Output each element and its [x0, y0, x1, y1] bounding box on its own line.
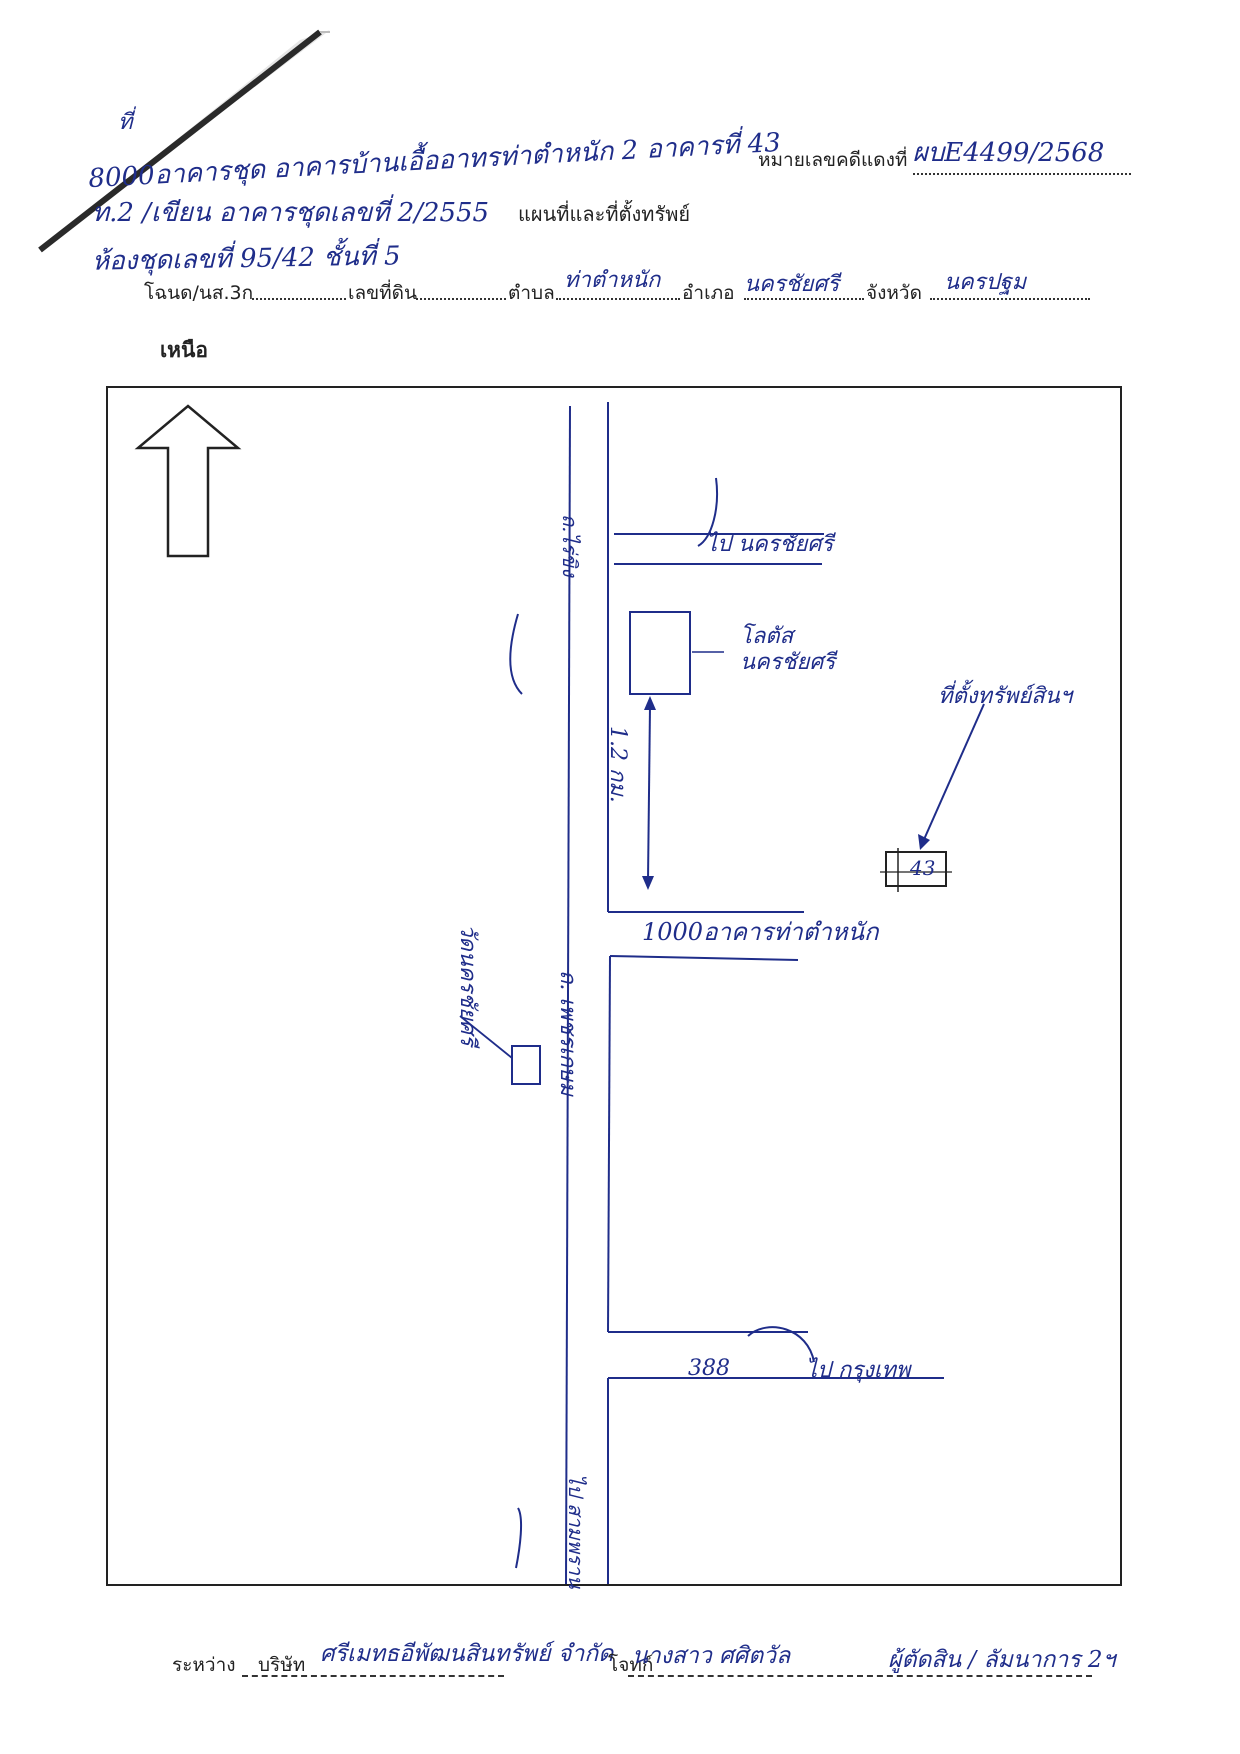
map-drawing: [134, 402, 985, 1584]
case-number-value: ผบE4499/2568: [912, 132, 1131, 175]
land-no-blank: [416, 280, 506, 300]
province-blank: [930, 280, 1090, 300]
label-to-nakhon-chai-si: ไป นครชัยศรี: [706, 532, 834, 557]
building-43-box: [885, 851, 947, 887]
temple-box: [511, 1045, 541, 1085]
parties-line: ระหว่าง บริษัท ศรีเมทธอีพัฒนสินทรัพย์ จำ…: [172, 1636, 1212, 1686]
subdistrict-value: ท่าตำหนัก: [564, 268, 661, 293]
province-value: นครปฐม: [944, 270, 1027, 295]
deed-blank: [252, 280, 346, 300]
note-line-3: ห้องชุดเลขที่ 95/42 ชั้นที่ 5: [91, 241, 401, 277]
label-building-no: 43: [910, 856, 936, 880]
north-label: เหนือ: [160, 338, 208, 362]
label-temple: วัดนครชัยศรี: [455, 924, 480, 1046]
label-lotus-store: โลตัส นครชัยศรี: [740, 624, 836, 675]
label-road-bottom-no: 388: [688, 1356, 730, 1381]
lotus-store-box: [629, 611, 691, 695]
note-line-2: ท.2 /เขียน อาคารชุดเลขที่ 2/2555: [92, 198, 490, 228]
case-number-label: หมายเลขคดีแดงที่: [758, 149, 908, 171]
map-title: แผนที่และที่ตั้งทรัพย์: [518, 202, 691, 226]
main-road-left-edge: [565, 405, 571, 1584]
district-value: นครชัยศรี: [744, 272, 840, 297]
company-label: บริษัท: [258, 1654, 306, 1676]
defendant-value: นางสาว ศศิตวัล: [632, 1643, 791, 1669]
between-label: ระหว่าง: [172, 1654, 236, 1676]
plaintiff-line: [242, 1674, 504, 1677]
label-distance: 1.2 กม.: [605, 726, 630, 803]
subdistrict-blank: [556, 280, 680, 300]
label-to-bottom: ไป สามพราน: [564, 1474, 588, 1589]
province-label: จังหวัด: [866, 282, 922, 304]
north-arrow-icon: [134, 404, 242, 558]
defendant-role: ผู้ตัดสิน / ลัมนาการ 2ฯ: [888, 1647, 1116, 1673]
district-blank: [744, 280, 864, 300]
defendant-line: [628, 1674, 1092, 1677]
label-road-main: ถ. เพชรเกษม: [555, 970, 580, 1096]
district-label: อำเภอ: [682, 282, 735, 304]
label-building-target: ที่ตั้งทรัพย์สินฯ: [938, 684, 1073, 709]
folded-corner: [0, 0, 330, 253]
label-soi-entrance: 1000อาคารท่าตำหนัก: [642, 918, 879, 946]
note-prefix: ที่: [118, 110, 133, 135]
map-frame: ไป นครชัยศรี ถ.ไร่ขิง โลตัส นครชัยศรี 1.…: [106, 386, 1122, 1589]
land-no-label: เลขที่ดิน: [348, 282, 417, 304]
deed-line: โฉนด/นส.3ก เลขที่ดิน ตำบล ท่าตำหนัก อำเภ…: [144, 268, 1094, 304]
label-road-top: ถ.ไร่ขิง: [558, 514, 582, 577]
case-number: หมายเลขคดีแดงที่ ผบE4499/2568: [758, 132, 1131, 175]
label-to-bangkok: ไป กรุงเทพ: [806, 1358, 911, 1383]
plaintiff-value: ศรีเมทธอีพัฒนสินทรัพย์ จำกัด: [320, 1641, 614, 1667]
subdistrict-label: ตำบล: [508, 282, 555, 304]
deed-label: โฉนด/นส.3ก: [144, 282, 254, 304]
defendant-label: โจทก์: [608, 1654, 654, 1676]
